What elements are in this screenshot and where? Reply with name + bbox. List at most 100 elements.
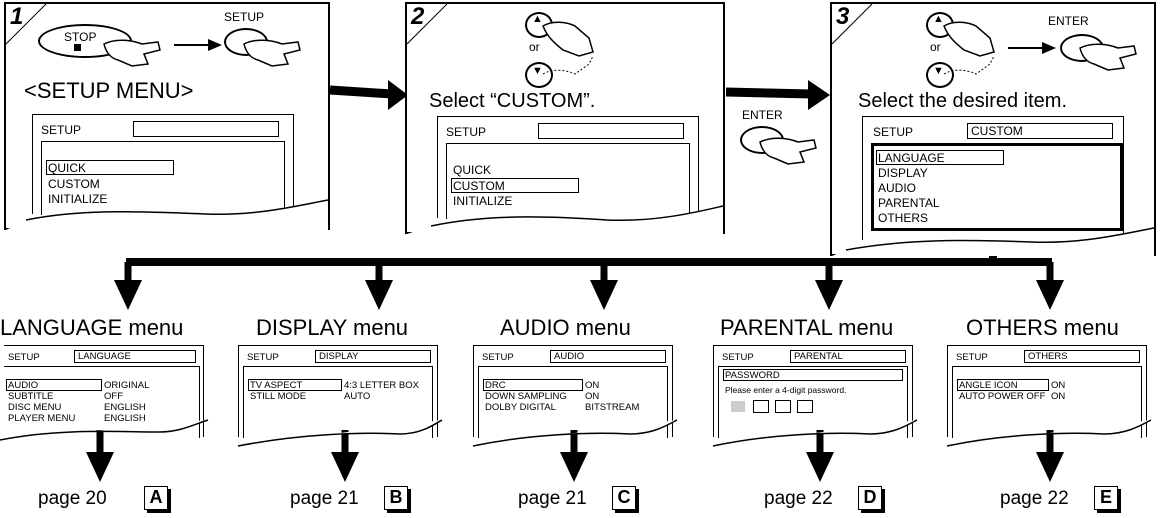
selected-item-highlight bbox=[6, 379, 102, 391]
screen-title: SETUP bbox=[873, 125, 914, 139]
setup-screen: SETUP QUICK CUSTOM INITIALIZE bbox=[32, 114, 294, 215]
step-3-panel: 3 ▲ or ▼ ENTER Select the desired item. … bbox=[830, 2, 1156, 256]
display-menu-title: DISPLAY menu bbox=[256, 315, 409, 340]
setting-value: 4:3 LETTER BOX bbox=[344, 380, 419, 391]
screen-value-box: DISPLAY bbox=[315, 350, 431, 363]
down-arrow-icon: ▼ bbox=[532, 65, 543, 77]
or-text: or bbox=[529, 40, 540, 54]
screen-value: PARENTAL bbox=[794, 351, 843, 362]
screen-title: SETUP bbox=[41, 123, 82, 137]
hand-pointer-icon bbox=[759, 137, 817, 165]
step-3-instruction: Select the desired item. bbox=[858, 90, 1067, 112]
password-digit-3[interactable] bbox=[775, 400, 791, 413]
screen-title: SETUP bbox=[247, 352, 279, 363]
screen-value: CUSTOM bbox=[971, 124, 1023, 138]
section-letter-badge: A bbox=[144, 486, 168, 510]
screen-value-box: PARENTAL bbox=[790, 350, 906, 363]
screen-title: SETUP bbox=[8, 352, 40, 363]
screen-value-box: AUDIO bbox=[550, 350, 666, 363]
setting-label[interactable]: PLAYER MENU bbox=[8, 413, 76, 424]
setting-value: ON bbox=[1051, 380, 1066, 391]
setting-label[interactable]: STILL MODE bbox=[250, 391, 307, 402]
arrow-step2-to-step3 bbox=[725, 87, 813, 99]
step-2-panel: 2 ▲ or ▼ Select “CUSTOM”. SETUP QUICK CU… bbox=[405, 2, 725, 234]
menu-list: AUDIO ORIGINAL SUBTITLE OFF DISC MENU EN… bbox=[4, 366, 200, 438]
menu-item-audio[interactable]: AUDIO bbox=[878, 181, 917, 195]
setting-value: AUTO bbox=[344, 391, 371, 402]
right-arrow-icon bbox=[174, 39, 222, 51]
down-button[interactable] bbox=[926, 62, 954, 88]
setting-label[interactable]: DRC bbox=[485, 380, 506, 391]
arrow-step1-to-step2 bbox=[329, 85, 393, 99]
setting-label[interactable]: AUDIO bbox=[8, 380, 39, 391]
menu-item-initialize[interactable]: INITIALIZE bbox=[453, 194, 513, 208]
menu-item-custom[interactable]: CUSTOM bbox=[453, 179, 505, 193]
section-letter-badge: E bbox=[1094, 486, 1118, 510]
menu-list: QUICK CUSTOM INITIALIZE bbox=[446, 143, 690, 219]
setup-screen: SETUP CUSTOM LANGUAGE DISPLAY AUDIO PARE… bbox=[862, 116, 1124, 240]
hand-pointer-icon bbox=[103, 39, 161, 67]
password-digit-2[interactable] bbox=[753, 400, 769, 413]
setting-label[interactable]: TV ASPECT bbox=[250, 380, 303, 391]
setting-value: ON bbox=[585, 391, 600, 402]
selected-item-highlight bbox=[248, 379, 342, 391]
menu-list: LANGUAGE DISPLAY AUDIO PARENTAL OTHERS bbox=[871, 143, 1123, 231]
menu-item-parental[interactable]: PARENTAL bbox=[878, 196, 940, 210]
screen-value-box: CUSTOM bbox=[967, 123, 1113, 139]
menu-item-others[interactable]: OTHERS bbox=[878, 211, 929, 225]
screen-value-box: OTHERS bbox=[1024, 350, 1140, 363]
screen-title: SETUP bbox=[956, 352, 988, 363]
step-1-panel: 1 STOP SETUP <SETUP MENU> SETUP QUICK CU… bbox=[4, 2, 330, 230]
menu-list: DRC ON DOWN SAMPLING ON DOLBY DIGITAL BI… bbox=[478, 366, 668, 438]
menu-item-quick[interactable]: QUICK bbox=[453, 163, 492, 177]
setup-button-label: SETUP bbox=[224, 10, 265, 24]
step-2-instruction: Select “CUSTOM”. bbox=[429, 90, 596, 112]
setting-label[interactable]: DOWN SAMPLING bbox=[485, 391, 567, 402]
screen-title: SETUP bbox=[722, 352, 754, 363]
branch-arrows bbox=[114, 262, 1064, 310]
hand-pointer-icon bbox=[243, 39, 301, 67]
setting-value: ON bbox=[1051, 391, 1066, 402]
selected-item-highlight bbox=[483, 379, 583, 391]
menu-list: QUICK CUSTOM INITIALIZE bbox=[41, 141, 285, 215]
right-arrow-icon bbox=[1008, 42, 1056, 54]
password-label: PASSWORD bbox=[725, 370, 780, 381]
setting-label[interactable]: SUBTITLE bbox=[8, 391, 54, 402]
setting-label[interactable]: DISC MENU bbox=[8, 402, 62, 413]
page-reference: page 21 bbox=[290, 488, 359, 509]
audio-menu-title: AUDIO menu bbox=[500, 315, 631, 340]
setting-label[interactable]: ANGLE ICON bbox=[959, 380, 1018, 391]
step-number: 2 bbox=[411, 3, 425, 30]
audio-menu-screen: SETUP AUDIO DRC ON DOWN SAMPLING ON DOLB… bbox=[473, 345, 673, 438]
menu-item-custom[interactable]: CUSTOM bbox=[48, 177, 100, 191]
menu-item-quick[interactable]: QUICK bbox=[48, 161, 87, 175]
password-digit-1[interactable] bbox=[731, 401, 745, 412]
language-menu-title: LANGUAGE menu bbox=[0, 315, 184, 340]
menu-item-language[interactable]: LANGUAGE bbox=[878, 151, 945, 165]
menu-item-initialize[interactable]: INITIALIZE bbox=[48, 192, 108, 206]
password-prompt: Please enter a 4-digit password. bbox=[725, 385, 847, 395]
page-reference: page 20 bbox=[38, 488, 107, 509]
setting-label[interactable]: DOLBY DIGITAL bbox=[485, 402, 556, 413]
menu-list: TV ASPECT 4:3 LETTER BOX STILL MODE AUTO bbox=[243, 366, 433, 438]
setting-value: ON bbox=[585, 380, 600, 391]
enter-button-label: ENTER bbox=[1048, 14, 1089, 28]
screen-value: LANGUAGE bbox=[78, 351, 131, 362]
down-button[interactable] bbox=[525, 62, 553, 88]
screen-value-box: LANGUAGE bbox=[74, 350, 196, 363]
screen-title: SETUP bbox=[446, 125, 487, 139]
menu-list: ANGLE ICON ON AUTO POWER OFF ON bbox=[952, 366, 1142, 438]
setting-label[interactable]: AUTO POWER OFF bbox=[959, 391, 1046, 402]
menu-list: PASSWORD Please enter a 4-digit password… bbox=[718, 366, 908, 438]
setting-value: ORIGINAL bbox=[104, 380, 150, 391]
password-digit-4[interactable] bbox=[797, 400, 813, 413]
stop-button-label: STOP bbox=[64, 30, 97, 44]
setup-menu-heading: <SETUP MENU> bbox=[24, 78, 194, 103]
parental-menu-screen: SETUP PARENTAL PASSWORD Please enter a 4… bbox=[713, 345, 913, 438]
menu-item-display[interactable]: DISPLAY bbox=[878, 166, 928, 180]
up-arrow-icon: ▲ bbox=[532, 13, 543, 25]
screen-value-box bbox=[133, 121, 279, 137]
selected-item-highlight bbox=[451, 178, 579, 193]
selected-item-highlight bbox=[876, 150, 1004, 165]
